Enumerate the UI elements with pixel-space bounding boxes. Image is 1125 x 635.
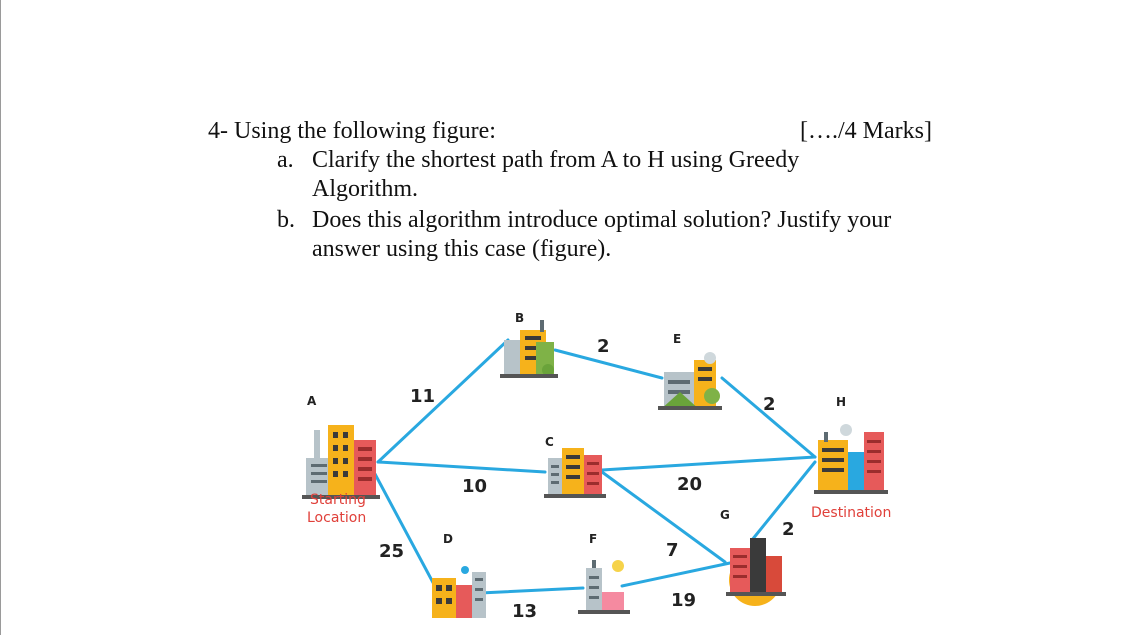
node-label-b: B: [515, 311, 524, 325]
weight-d-f: 13: [512, 601, 537, 622]
weight-g-h: 2: [782, 519, 795, 540]
part-a-label: a.: [277, 147, 294, 173]
edge-f-g: [620, 561, 732, 588]
part-b-line1: Does this algorithm introduce optimal so…: [312, 207, 892, 233]
weight-a-b: 11: [410, 386, 435, 407]
node-label-e: E: [673, 332, 681, 346]
edge-a-b: [376, 338, 510, 464]
part-b-label: b.: [277, 207, 295, 233]
node-b-city-icon: [500, 320, 558, 378]
node-label-g: G: [720, 508, 730, 522]
node-e-city-icon: [658, 352, 722, 410]
node-label-d: D: [443, 532, 453, 546]
weight-a-d: 25: [379, 541, 404, 562]
edge-c-h: [600, 455, 817, 472]
marks-label: […./4 Marks]: [800, 118, 932, 144]
node-h-city-icon: [814, 424, 888, 494]
node-label-c: C: [545, 435, 554, 449]
edge-a-c: [376, 460, 547, 474]
start-caption-line1: Starting: [310, 492, 366, 508]
graph-edges: [373, 338, 817, 595]
edge-e-h: [720, 376, 817, 459]
edge-g-h: [750, 460, 817, 542]
part-a-line1: Clarify the shortest path from A to H us…: [312, 147, 800, 173]
weight-c-g: 7: [666, 540, 679, 561]
node-label-f: F: [589, 532, 597, 546]
start-caption-line2: Location: [307, 510, 366, 526]
edge-d-f: [478, 586, 585, 595]
node-c-city-icon: [544, 448, 606, 498]
node-g-city-icon: [726, 538, 786, 606]
question-heading: 4- Using the following figure:: [208, 118, 496, 144]
part-a-line2: Algorithm.: [312, 176, 418, 202]
page-left-border: [0, 0, 1, 635]
weight-e-h: 2: [763, 394, 776, 415]
edge-c-g: [600, 470, 727, 564]
node-a-city-icon: [302, 425, 380, 499]
node-d-city-icon: [432, 566, 486, 618]
node-f-city-icon: [578, 560, 630, 614]
weight-b-e: 2: [597, 336, 610, 357]
weight-a-c: 10: [462, 476, 487, 497]
weight-c-h: 20: [677, 474, 702, 495]
node-label-a: A: [307, 394, 317, 408]
edge-b-e: [553, 348, 664, 380]
edge-a-d: [373, 472, 439, 592]
node-label-h: H: [836, 395, 846, 409]
part-b-line2: answer using this case (figure).: [312, 236, 612, 262]
destination-caption: Destination: [811, 505, 891, 521]
weight-f-g: 19: [671, 590, 696, 611]
